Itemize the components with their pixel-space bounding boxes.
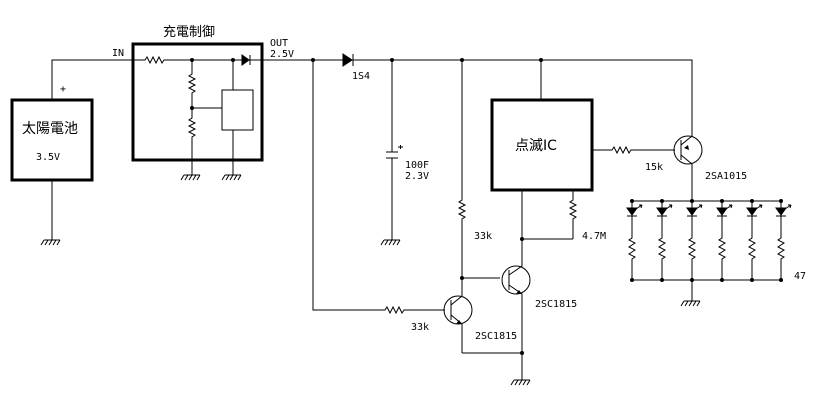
diode-label: 1S4 (352, 71, 370, 82)
pnp-transistor (673, 130, 703, 175)
npn-upper-part-label: 2SC1815 (535, 299, 577, 310)
led-branch (656, 199, 673, 282)
blink-ic: 点滅IC (490, 98, 594, 192)
resistor-33k-base-label: 33k (411, 322, 429, 333)
out-label: OUT (270, 38, 288, 49)
led-branch (626, 199, 643, 282)
capacitor-value: 100F (405, 160, 429, 171)
charge-control-title: 充電制御 (163, 24, 215, 40)
solar-cell-title: 太陽電池 (22, 121, 78, 137)
blink-ic-label: 点滅IC (515, 138, 557, 154)
pnp-part-label: 2SA1015 (705, 171, 747, 182)
diode-1s4 (342, 53, 354, 67)
resistor-15k-label: 15k (645, 162, 663, 173)
npn-transistor-lower (443, 295, 473, 353)
led-branch (775, 199, 792, 282)
resistor-47m-label: 4.7M (582, 231, 606, 242)
led-branch (686, 199, 703, 282)
npn-transistor-upper (501, 265, 531, 300)
led-array (626, 199, 792, 282)
resistor-33k-pullup-label: 33k (474, 231, 492, 242)
npn-lower-part-label: 2SC1815 (475, 331, 517, 342)
charge-control-module: 充電制御 (131, 24, 264, 175)
ground-symbol (380, 239, 401, 246)
ground-symbol (221, 174, 242, 181)
ground-symbol (680, 300, 701, 307)
capacitor-100f (386, 60, 403, 240)
ground-symbol (510, 379, 531, 386)
capacitor-voltage: 2.3V (405, 171, 429, 182)
led-branch (716, 199, 733, 282)
ground-symbol (180, 174, 201, 181)
solar-cell-voltage: 3.5V (36, 152, 60, 163)
out-voltage: 2.5V (270, 49, 294, 60)
in-label: IN (112, 48, 124, 59)
led-branch (746, 199, 763, 282)
solar-cell-plus: + (60, 84, 66, 95)
led-resistor-label: 47 (794, 271, 806, 282)
ground-symbol (40, 239, 61, 246)
